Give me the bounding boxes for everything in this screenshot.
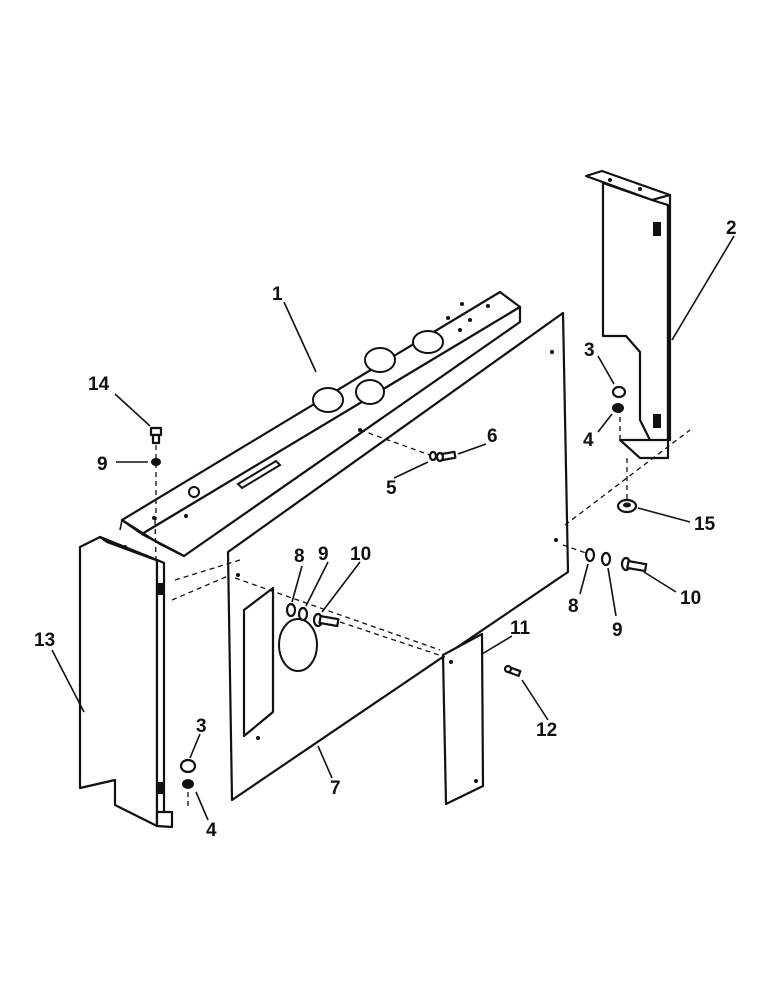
callout-10: 10: [350, 544, 371, 565]
callout-3: 3: [584, 340, 595, 361]
part-1-top-channel: [119, 290, 522, 558]
callout-8: 8: [294, 546, 305, 567]
callout-8: 8: [568, 596, 579, 617]
hardware: [149, 385, 648, 789]
leader-lines: [51, 235, 735, 821]
callout-2: 2: [726, 218, 737, 239]
washer-9-right: [600, 551, 612, 567]
washer-8-left: [285, 602, 297, 618]
callout-9: 9: [97, 454, 108, 475]
callout-13: 13: [34, 630, 55, 651]
callout-1: 1: [272, 284, 283, 305]
washer-8-right: [584, 547, 596, 563]
panel-rect-cutout: [242, 586, 275, 738]
part-2-right-bracket: [584, 169, 672, 460]
callout-9: 9: [318, 544, 329, 565]
washer-4-left: [182, 779, 194, 789]
channel-hole: [364, 347, 396, 373]
callout-7: 7: [330, 778, 341, 799]
callout-labels: 1 2 3 4 6 5 14 9 15 8 9 10 8 9 10 11 12 …: [34, 218, 737, 841]
callout-12: 12: [536, 720, 557, 741]
channel-slot: [236, 459, 282, 490]
nut-3-left: [179, 758, 197, 774]
channel-hole: [312, 387, 344, 413]
callout-5: 5: [386, 478, 397, 499]
panel-round-hole: [278, 618, 318, 672]
channel-hole: [412, 330, 444, 354]
callout-9: 9: [612, 620, 623, 641]
callout-3: 3: [196, 716, 207, 737]
callout-4: 4: [583, 430, 594, 451]
channel-hole: [355, 379, 385, 405]
part-7-front-panel: [226, 311, 570, 802]
callout-6: 6: [487, 426, 498, 447]
callout-15: 15: [694, 514, 716, 535]
part-11-cover-plate: [441, 632, 485, 806]
washer-5: [428, 450, 438, 462]
part-13-left-bracket: [78, 535, 174, 829]
screw-12: [503, 664, 522, 677]
washer-4-right: [612, 403, 624, 413]
callout-14: 14: [88, 374, 110, 395]
callout-10: 10: [680, 588, 701, 609]
washer-9-top: [151, 458, 161, 466]
bolt-10-left: [312, 612, 340, 628]
bolt-10-right: [620, 556, 648, 573]
callout-11: 11: [510, 618, 531, 639]
callout-4: 4: [206, 820, 217, 841]
screw-14: [149, 426, 163, 445]
assembly-lines: [154, 408, 691, 810]
nut-3-right: [611, 385, 627, 399]
washer-9-left: [297, 606, 309, 622]
